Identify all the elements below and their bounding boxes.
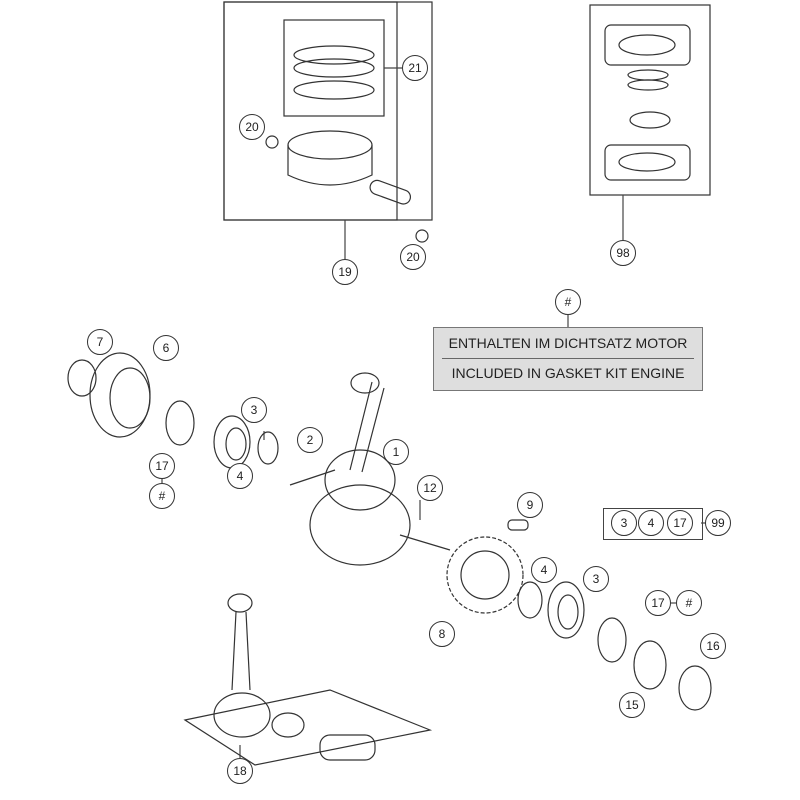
callout-3[interactable]: 3 xyxy=(583,566,609,592)
callout-16[interactable]: 16 xyxy=(700,633,726,659)
gasket-kit-note: ENTHALTEN IM DICHTSATZ MOTOR INCLUDED IN… xyxy=(433,327,703,391)
callout-8[interactable]: 8 xyxy=(429,621,455,647)
callout-4[interactable]: 4 xyxy=(227,463,253,489)
crank-left-parts xyxy=(67,352,279,469)
crankshaft xyxy=(289,372,451,566)
group-callout-4[interactable]: 4 xyxy=(638,510,664,536)
callout-3[interactable]: 3 xyxy=(241,397,267,423)
timing-gear xyxy=(446,519,529,614)
group-callout-17[interactable]: 17 xyxy=(667,510,693,536)
callout-7[interactable]: 7 xyxy=(87,329,113,355)
callout-1[interactable]: 1 xyxy=(383,439,409,465)
piston-pin xyxy=(369,179,412,205)
piston-rings xyxy=(293,45,375,100)
gasket-kit xyxy=(604,24,691,181)
callout-20[interactable]: 20 xyxy=(239,114,265,140)
callout-20[interactable]: 20 xyxy=(400,244,426,270)
callout-18[interactable]: 18 xyxy=(227,758,253,784)
group-callout-3[interactable]: 3 xyxy=(611,510,637,536)
callout-6[interactable]: 6 xyxy=(153,335,179,361)
callout-99[interactable]: 99 xyxy=(705,510,731,536)
gasket-kit-frame xyxy=(589,4,711,196)
leader-lines xyxy=(161,67,706,758)
callout-17[interactable]: 17 xyxy=(645,590,671,616)
callout-hash-note[interactable]: # xyxy=(555,289,581,315)
conrod-kit xyxy=(183,593,433,766)
callout-98[interactable]: 98 xyxy=(610,240,636,266)
callout-15[interactable]: 15 xyxy=(619,692,645,718)
note-line-de: ENTHALTEN IM DICHTSATZ MOTOR xyxy=(448,335,688,351)
bearing-kit-group xyxy=(603,508,703,540)
callout-hash[interactable]: # xyxy=(149,483,175,509)
callout-19[interactable]: 19 xyxy=(332,259,358,285)
crank-right-parts xyxy=(517,581,712,711)
callout-4[interactable]: 4 xyxy=(531,557,557,583)
callout-9[interactable]: 9 xyxy=(517,492,543,518)
piston xyxy=(265,130,429,243)
note-line-en: INCLUDED IN GASKET KIT ENGINE xyxy=(451,365,685,381)
callout-21[interactable]: 21 xyxy=(402,55,428,81)
piston-kit-frame xyxy=(223,1,398,221)
piston-kit-frame-outline xyxy=(223,1,433,221)
callout-2[interactable]: 2 xyxy=(297,427,323,453)
callout-17[interactable]: 17 xyxy=(149,453,175,479)
piston-ring-frame xyxy=(283,19,385,117)
callout-12[interactable]: 12 xyxy=(417,475,443,501)
note-divider xyxy=(442,358,694,359)
callout-hash[interactable]: # xyxy=(676,590,702,616)
